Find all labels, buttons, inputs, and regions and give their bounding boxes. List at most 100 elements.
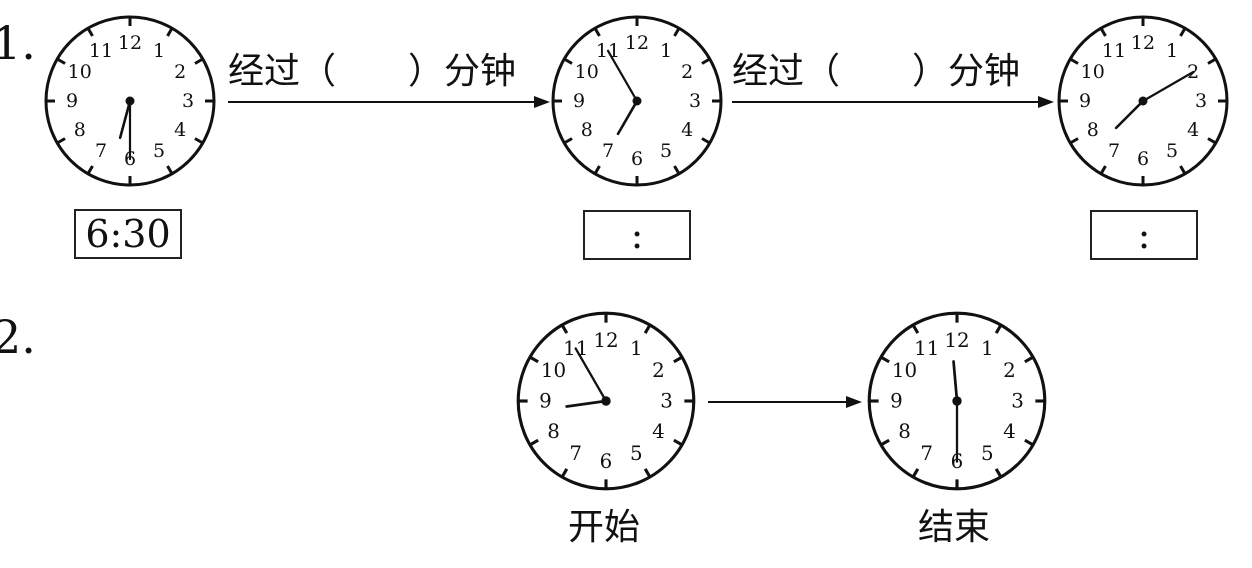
hour-hand (1114, 99, 1145, 130)
clock-numeral: 11 (89, 40, 113, 62)
clock-center (125, 96, 135, 106)
clock-tick (1099, 165, 1107, 175)
clock-tick (1179, 165, 1187, 175)
clock-tick (994, 468, 1003, 478)
clock-tick (880, 355, 890, 364)
question-number-2: 2. (0, 310, 36, 364)
clock-numeral: 8 (547, 420, 560, 443)
clock-numeral: 7 (602, 140, 614, 162)
clock-numeral: 10 (892, 359, 917, 382)
clock-numeral: 9 (890, 390, 903, 413)
clock-numeral: 6 (631, 148, 643, 170)
clock-numeral: 10 (541, 359, 566, 382)
clock-numeral: 9 (539, 390, 552, 413)
clock-tick (643, 324, 652, 334)
clock-numeral: 12 (944, 329, 969, 352)
clock-tick (643, 468, 652, 478)
clock-numeral: 4 (1187, 119, 1199, 141)
clock-numeral: 10 (1081, 61, 1105, 83)
clock-tick (529, 355, 539, 364)
clock-numeral: 9 (1079, 90, 1091, 112)
clock-tick (1069, 137, 1079, 145)
clock-numeral: 8 (74, 119, 86, 141)
clock-numeral: 5 (1166, 140, 1178, 162)
clock-tick (86, 27, 94, 37)
clock-numeral: 1 (660, 40, 672, 62)
clock-tick (911, 468, 920, 478)
clock-tick (701, 137, 711, 145)
clock-tick (994, 324, 1003, 334)
hour-hand (616, 99, 639, 136)
clock-numeral: 4 (1003, 420, 1016, 443)
clock-numeral: 2 (174, 61, 186, 83)
clock-numeral: 12 (593, 329, 618, 352)
minute-hand (1141, 70, 1195, 103)
arrow-3 (708, 396, 862, 408)
question-number-1: 1. (0, 16, 36, 70)
clock-numeral: 7 (95, 140, 107, 162)
clock-tick (673, 355, 683, 364)
clock-numeral: 2 (1003, 359, 1016, 382)
clock-tick (673, 165, 681, 175)
clock-tick (560, 324, 569, 334)
clock-numeral: 1 (153, 40, 165, 62)
clock-numeral: 12 (625, 32, 649, 54)
clock-tick (593, 27, 601, 37)
clock-numeral: 9 (66, 90, 78, 112)
clock-center (1138, 96, 1148, 106)
clock-tick (56, 137, 66, 145)
clock-numeral: 8 (1087, 119, 1099, 141)
clock-tick (194, 57, 204, 65)
clock-numeral: 7 (569, 442, 582, 465)
clock-tick (673, 27, 681, 37)
clock-tick (673, 438, 683, 447)
clock-numeral: 4 (681, 119, 693, 141)
clock-numeral: 6 (1137, 148, 1149, 170)
clock-numeral: 1 (1166, 40, 1178, 62)
clock-tick (563, 57, 573, 65)
clock-tick (1207, 57, 1217, 65)
clock-numeral: 5 (981, 442, 994, 465)
clock-numeral: 3 (1011, 390, 1024, 413)
minute-hand (574, 347, 608, 403)
clock-numeral: 8 (581, 119, 593, 141)
clock-numeral: 4 (652, 420, 665, 443)
clock-center (601, 396, 611, 406)
clock-tick (166, 165, 174, 175)
clock-numeral: 11 (914, 337, 939, 360)
clock-tick (563, 137, 573, 145)
arrow-1 (228, 96, 550, 108)
clock-tick (1024, 355, 1034, 364)
arrow-2 (732, 96, 1054, 108)
clock-numeral: 5 (630, 442, 643, 465)
caption-start: 开始 (568, 507, 641, 548)
clock-numeral: 1 (630, 337, 643, 360)
clock-numeral: 10 (68, 61, 92, 83)
time-box-3[interactable]: : (1090, 210, 1198, 260)
elapsed-minutes-label-1: 经过（ ）分钟 (228, 51, 517, 92)
clock-tick (166, 27, 174, 37)
clock-numeral: 3 (182, 90, 194, 112)
hour-hand (118, 99, 132, 140)
clock-numeral: 4 (174, 119, 186, 141)
time-box-2[interactable]: : (583, 210, 691, 260)
clock-tick (1179, 27, 1187, 37)
time-box-1: 6:30 (74, 209, 182, 259)
clock-numeral: 6 (600, 450, 613, 473)
clock-numeral: 5 (660, 140, 672, 162)
clock-numeral: 7 (1108, 140, 1120, 162)
elapsed-minutes-label-2: 经过（ ）分钟 (732, 51, 1021, 92)
clock-numeral: 3 (660, 390, 673, 413)
clock-numeral: 2 (681, 61, 693, 83)
clock-center (952, 396, 962, 406)
clock-numeral: 8 (898, 420, 911, 443)
clock-tick (1024, 438, 1034, 447)
minute-hand (606, 49, 639, 103)
clock-tick (593, 165, 601, 175)
clock-tick (701, 57, 711, 65)
